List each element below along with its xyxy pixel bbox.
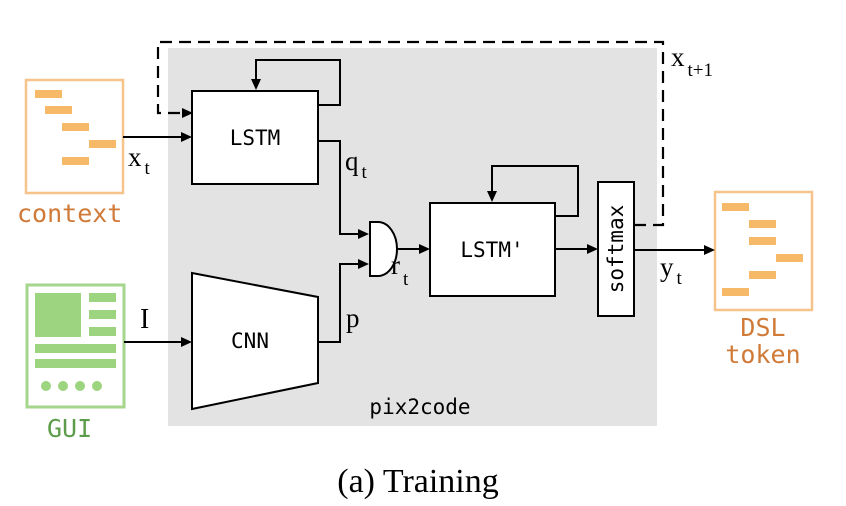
i-label: I: [140, 304, 149, 335]
qt-sub: t: [362, 162, 368, 183]
lstm-block: [191, 90, 319, 185]
context-icon: [24, 78, 125, 195]
p-wire: [318, 263, 363, 343]
dsl-token-icon: [713, 190, 814, 312]
concat-gate: [369, 221, 398, 277]
feedback-dashed-line: [156, 40, 665, 227]
p-arrowhead: [358, 259, 369, 269]
lstm-prime-loop-arrowhead: [487, 191, 497, 202]
xt-arrowhead: [181, 132, 192, 142]
lstm-label: LSTM: [230, 126, 281, 150]
p-label: p: [346, 303, 360, 333]
dsl-label-line2: token: [725, 340, 800, 369]
lstm-loop-arrowhead: [251, 79, 261, 90]
figure-caption: (a) Training: [337, 463, 499, 500]
yt-arrowhead: [704, 245, 715, 255]
cnn-block: [191, 271, 319, 411]
context-label: context: [17, 199, 122, 228]
gui-icon: [25, 283, 126, 409]
feedback-arrowhead: [182, 108, 193, 118]
rt-base: r: [391, 250, 400, 280]
softmax-input-arrowhead: [587, 244, 598, 254]
qt-base: q: [345, 146, 359, 176]
dsl-label-line1: DSL: [740, 313, 785, 342]
xt1-sub: t+1: [688, 60, 714, 81]
rt-arrowhead: [419, 244, 430, 254]
lstm-prime-recurrent-loop: [491, 165, 579, 217]
i-arrowhead: [181, 337, 192, 347]
cnn-label: CNN: [231, 329, 269, 353]
pix2code-label: pix2code: [369, 395, 470, 419]
yt-sub: t: [677, 268, 683, 289]
softmax-label: softmax: [604, 205, 628, 294]
qt-wire: [318, 140, 363, 235]
lstm-recurrent-loop: [255, 59, 341, 106]
xt1-base: x: [671, 42, 685, 72]
yt-base: y: [660, 252, 674, 282]
xt-base: x: [128, 142, 142, 172]
gui-label: GUI: [47, 414, 92, 443]
xt-sub: t: [145, 158, 151, 179]
qt-arrowhead: [358, 229, 369, 239]
softmax-block: [597, 181, 635, 317]
rt-sub: t: [403, 269, 409, 290]
lstm-prime-label: LSTM': [460, 238, 523, 262]
